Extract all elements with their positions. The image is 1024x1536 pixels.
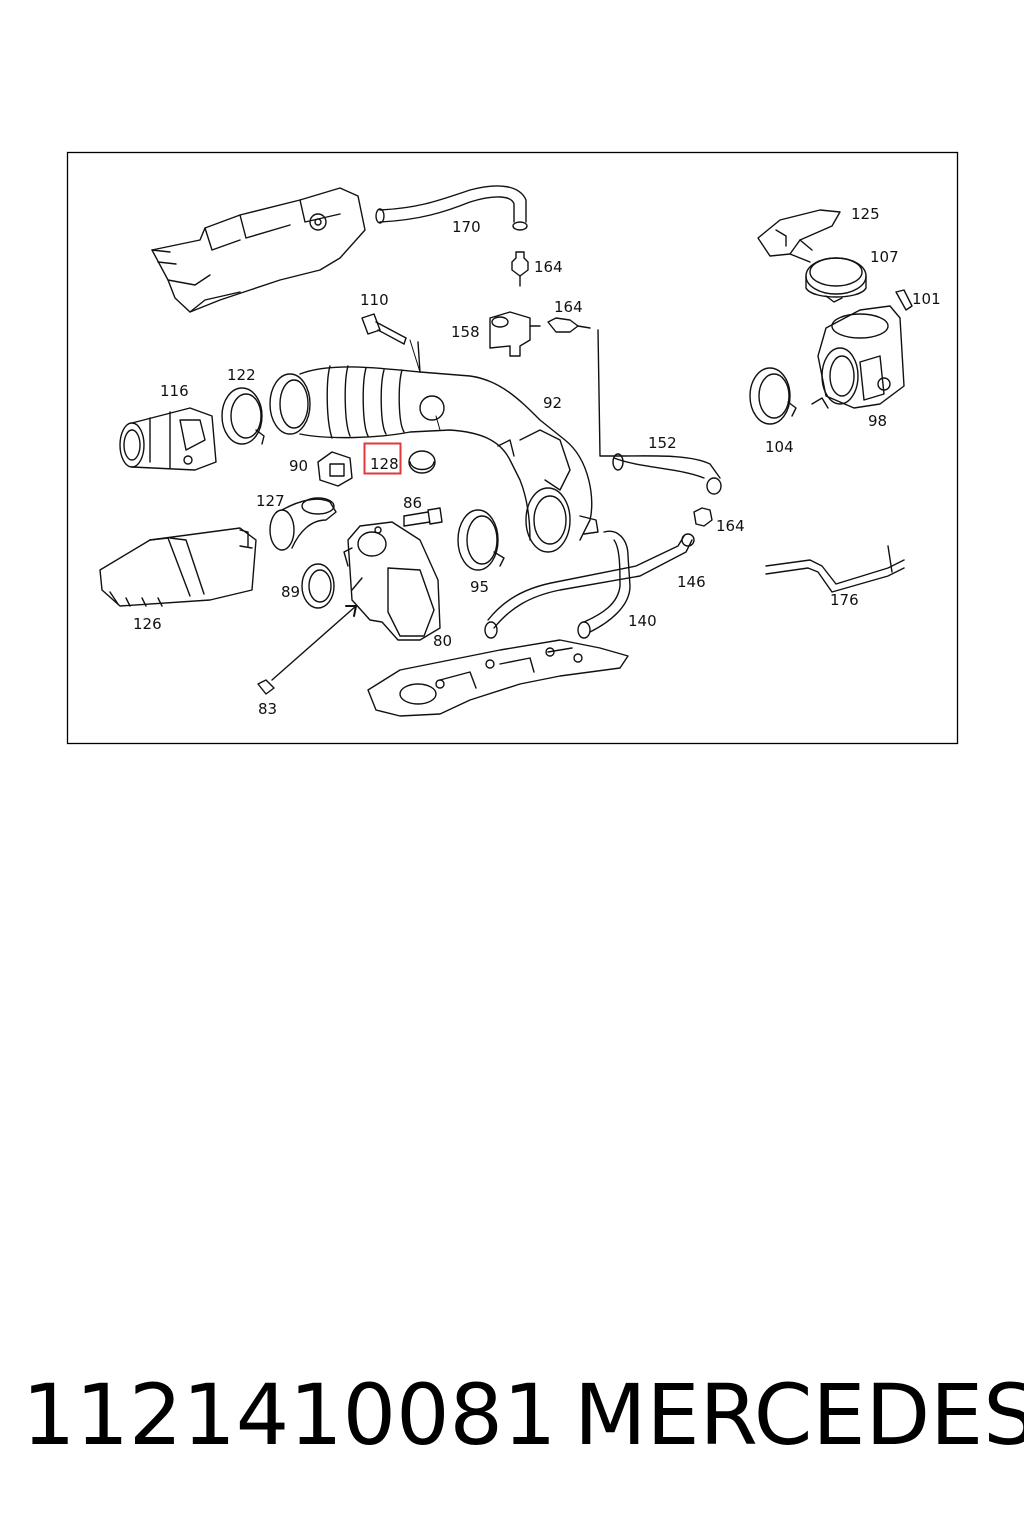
air-mass-sensor-116 [119,407,217,471]
callout-152: 152 [648,434,677,452]
grommet-90 [317,451,353,487]
callout-146: 146 [677,573,706,591]
leader-lines [409,339,441,431]
part-number: 1121410081 [22,1366,557,1464]
cap-128 [408,450,436,474]
product-caption: 1121410081 MERCEDES [0,1360,1024,1480]
seal-89 [301,563,335,609]
clip-101 [895,289,913,311]
callout-125: 125 [851,205,880,223]
callout-95: 95 [470,578,489,596]
intake-boot-92 [269,341,599,553]
callout-116: 116 [160,382,189,400]
callout-104: 104 [765,438,794,456]
callout-158: 158 [451,323,480,341]
hose-170 [375,185,528,231]
pipe-176 [765,545,905,593]
brand-name: MERCEDES [574,1366,1024,1464]
callout-83: 83 [258,700,277,718]
fitting-164-right [693,507,713,527]
connector-158 [489,311,541,357]
fitting-164-mid [547,317,591,333]
hose-152 [597,329,722,495]
callout-122: 122 [227,366,256,384]
intake-manifold-fragment [151,187,366,313]
highlight-box-128 [363,442,402,475]
callout-101: 101 [912,290,941,308]
callout-140: 140 [628,612,657,630]
callout-90: 90 [289,457,308,475]
bolt-86 [403,507,443,527]
ring-107 [805,257,867,303]
callout-86: 86 [403,494,422,512]
callout-89: 89 [281,583,300,601]
hose-140 [577,530,631,639]
resonator-126 [99,527,257,607]
callout-170: 170 [452,218,481,236]
callout-107: 107 [870,248,899,266]
ring-104 [749,367,797,425]
housing-98 [811,305,905,409]
callout-176: 176 [830,591,859,609]
callout-126: 126 [133,615,162,633]
pointer-arrow [271,605,357,681]
parts-diagram: 170 164 125 107 101 110 158 164 116 122 … [66,151,959,745]
callout-127: 127 [256,492,285,510]
clamp-95 [457,509,505,571]
bracket-125 [757,209,841,263]
callout-164-right: 164 [716,517,745,535]
callout-164-mid: 164 [554,298,583,316]
callout-92: 92 [543,394,562,412]
callout-128: 128 [370,455,399,473]
clip-83 [257,679,275,695]
callout-labels: 170 164 125 107 101 110 158 164 116 122 … [133,205,941,718]
lower-manifold-fragment [367,639,629,717]
clamp-122 [221,387,265,445]
callout-80: 80 [433,632,452,650]
bolt-110 [361,313,407,345]
callout-164-top: 164 [534,258,563,276]
elbow-127 [269,497,337,551]
hose-146 [484,533,695,639]
diagram-border [66,151,959,745]
throttle-body-80 [343,521,441,641]
callout-110: 110 [360,291,389,309]
fitting-164-top [511,251,529,287]
callout-98: 98 [868,412,887,430]
